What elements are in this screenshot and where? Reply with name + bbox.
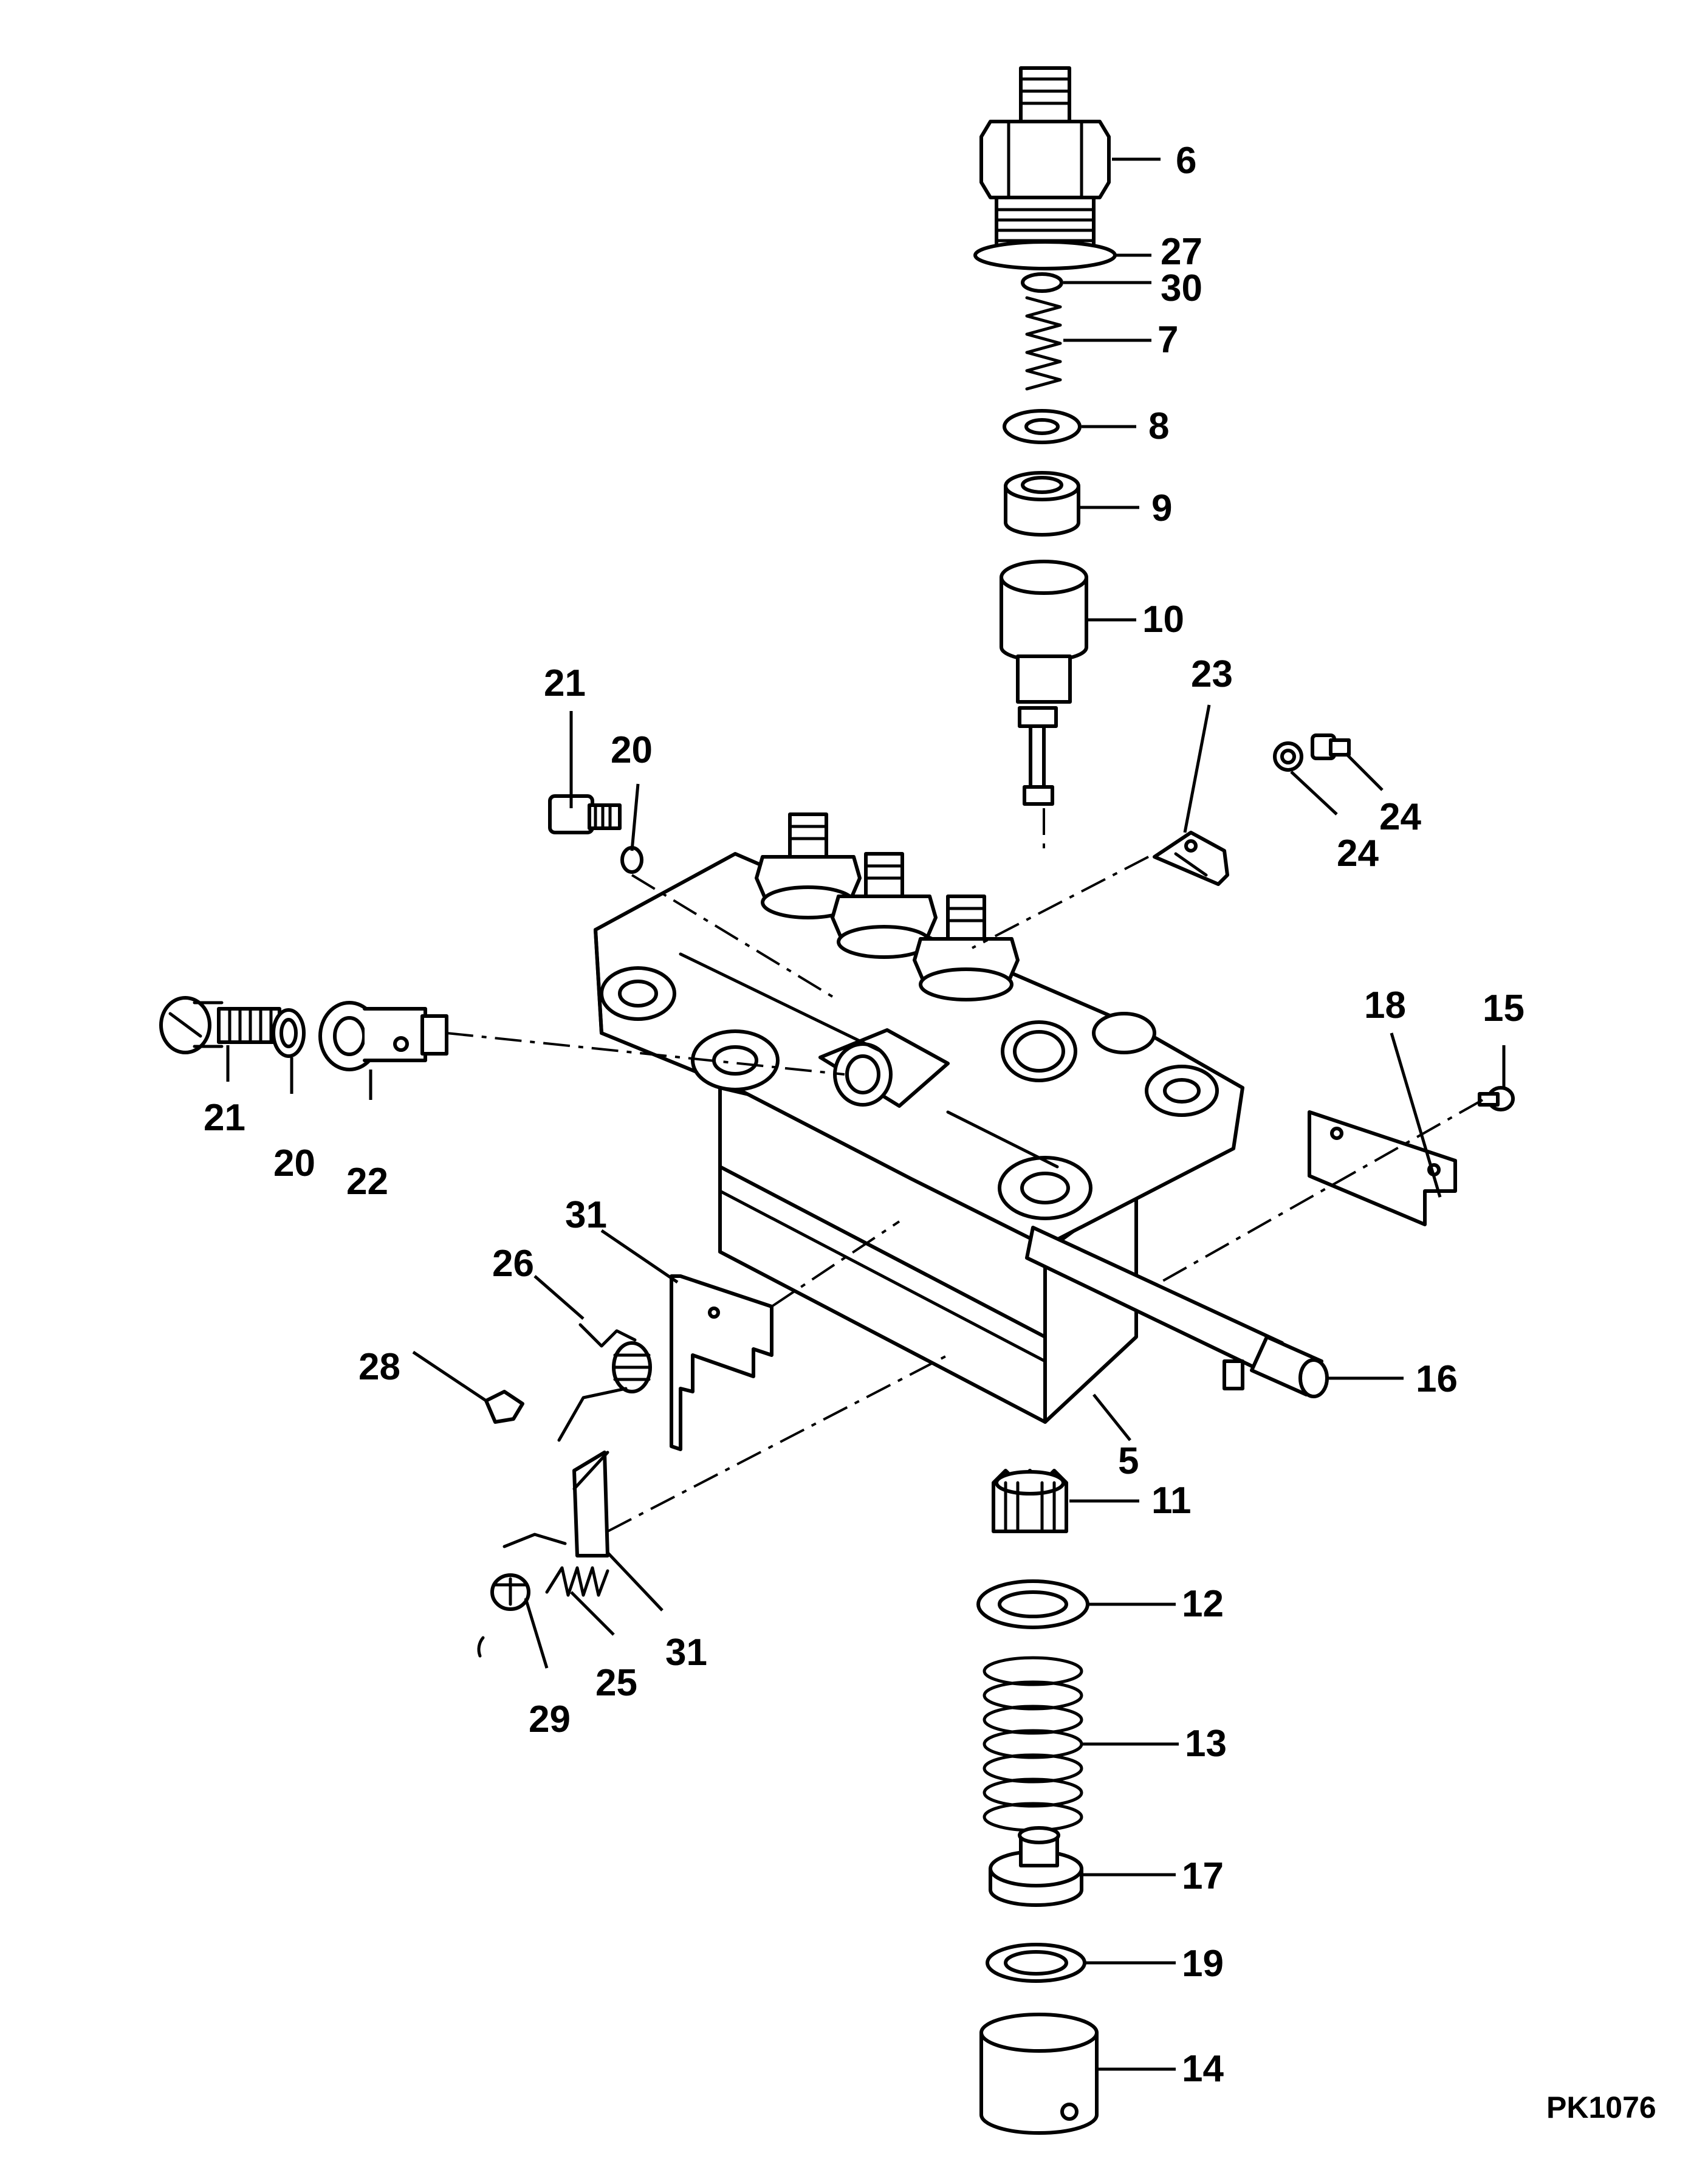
callout-19: 19 (1182, 1943, 1224, 1985)
callout-26: 26 (492, 1243, 534, 1285)
callout-30: 30 (1161, 267, 1202, 309)
callout-29: 29 (529, 1698, 571, 1740)
callout-13: 13 (1185, 1723, 1227, 1765)
callout-24-lower: 24 (1337, 833, 1379, 874)
part-31-lever (502, 1451, 609, 1557)
callout-5: 5 (1118, 1440, 1139, 1482)
part-17-spring-seat (989, 1826, 1083, 1907)
callout-31-upper: 31 (565, 1194, 607, 1236)
part-11-pinion (992, 1469, 1068, 1533)
part-22-banjo-fitting (318, 1001, 448, 1071)
callout-31-lower: 31 (665, 1632, 707, 1674)
callout-28: 28 (358, 1346, 400, 1388)
part-21-screw-top (548, 794, 622, 834)
callout-21-top: 21 (544, 662, 586, 704)
callout-24-upper: 24 (1379, 796, 1421, 838)
callout-15: 15 (1483, 987, 1525, 1029)
part-7-spring (1025, 296, 1062, 391)
callout-8: 8 (1148, 405, 1169, 447)
callout-labels: 6 27 30 7 8 9 10 23 24 24 21 20 21 20 22… (204, 140, 1525, 2090)
callout-25: 25 (595, 1662, 637, 1704)
part-8-washer (1003, 409, 1082, 444)
callout-10: 10 (1142, 599, 1184, 640)
part-12-spring-seat (976, 1579, 1089, 1629)
part-20-washer-top (620, 846, 643, 874)
callout-16: 16 (1416, 1358, 1458, 1400)
part-16-control-rack (1025, 1226, 1329, 1398)
callout-9: 9 (1151, 487, 1172, 529)
callout-27: 27 (1161, 231, 1202, 273)
callout-22: 22 (346, 1161, 388, 1203)
callout-23: 23 (1191, 653, 1233, 695)
part-9-delivery-valve (1004, 471, 1080, 537)
callout-6: 6 (1176, 140, 1196, 182)
part-23-cover (1153, 831, 1229, 886)
assembly-axis-lines (446, 808, 1483, 1533)
part-28-clip (484, 1390, 524, 1424)
part-6-delivery-valve-holder (979, 66, 1111, 251)
callout-17: 17 (1182, 1855, 1224, 1897)
callout-7: 7 (1158, 319, 1178, 361)
part-14-tappet (979, 2013, 1099, 2135)
pump-outlet-fittings (755, 812, 1020, 1001)
part-25-spring (545, 1566, 609, 1597)
callout-11: 11 (1151, 1480, 1192, 1522)
callout-20-top: 20 (611, 729, 653, 771)
leader-lines (226, 157, 1506, 2071)
callout-18: 18 (1364, 984, 1406, 1026)
callout-12: 12 (1182, 1583, 1224, 1625)
part-26-spring (557, 1323, 652, 1442)
part-27-gasket (973, 240, 1117, 270)
part-24-screw (1273, 733, 1351, 772)
part-20-washer-side (272, 1008, 306, 1058)
part-30-spring-seat (1021, 272, 1063, 293)
part-29-clip (477, 1573, 530, 1658)
part-10-plunger (1000, 560, 1088, 806)
reference-code: PK1076 (1546, 2090, 1656, 2124)
part-13-plunger-spring (983, 1656, 1083, 1832)
part-21-screw-side (159, 996, 281, 1054)
callout-14: 14 (1182, 2048, 1224, 2090)
callout-21-side: 21 (204, 1097, 245, 1139)
callout-20-side: 20 (273, 1142, 315, 1184)
part-31-link-plate (670, 1274, 773, 1451)
part-15-screw (1478, 1086, 1515, 1111)
part-19-shim (986, 1943, 1086, 1983)
